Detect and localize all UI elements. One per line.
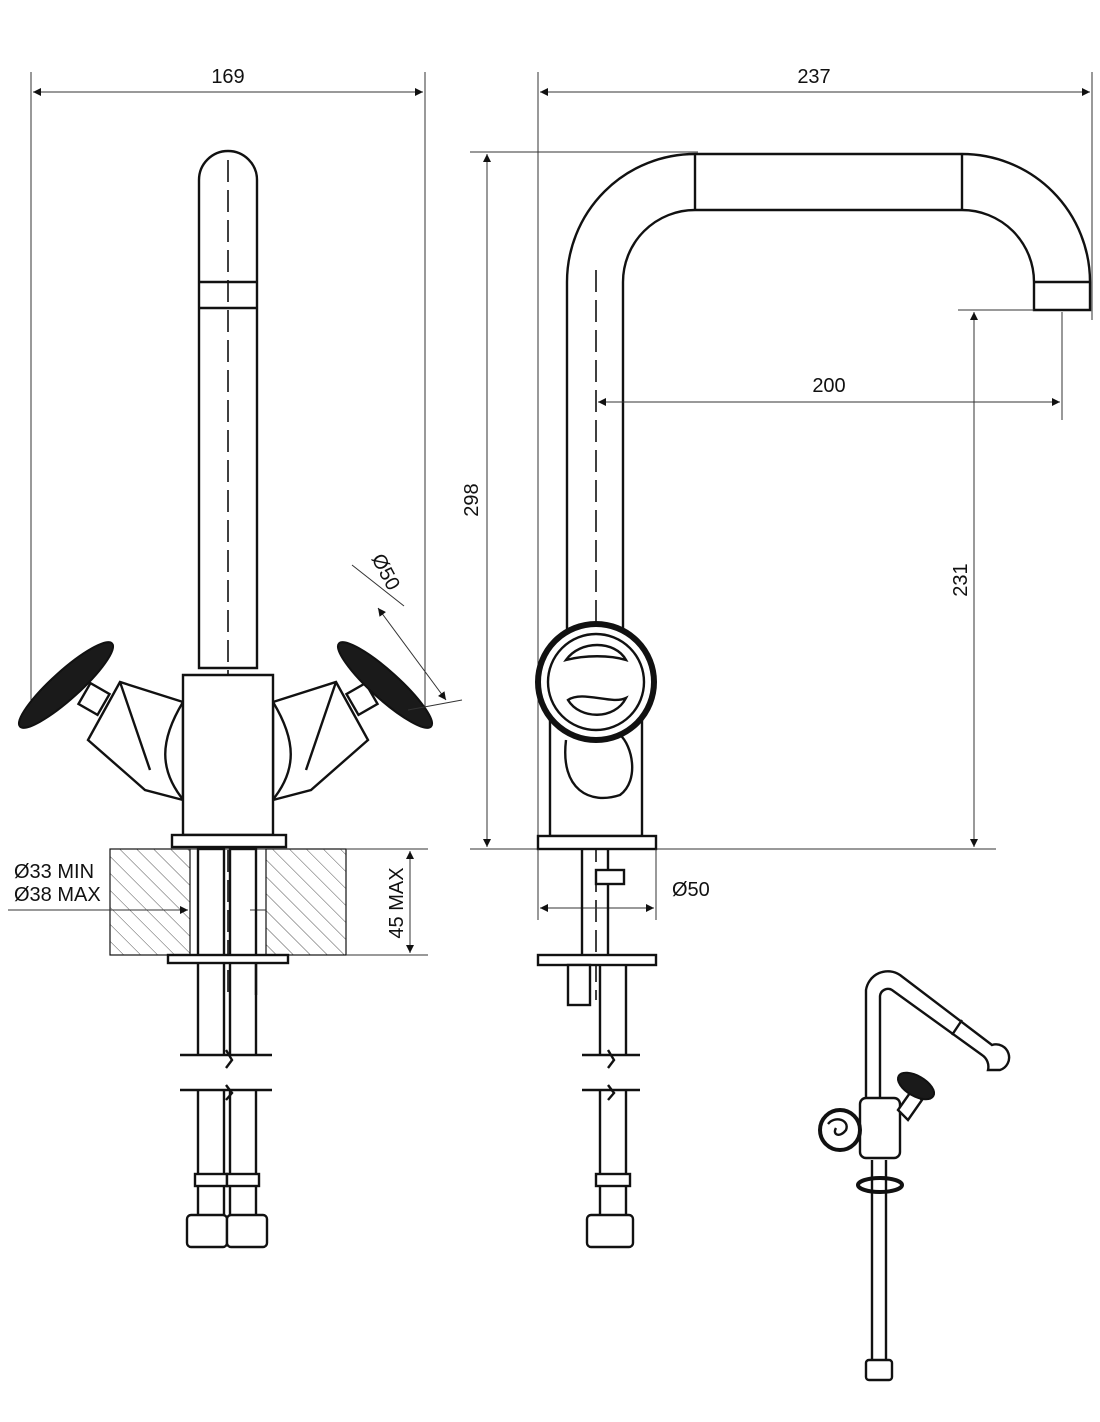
dim-base-diameter: Ø50	[537, 849, 710, 920]
isometric-preview	[818, 970, 1011, 1382]
front-body	[170, 673, 288, 849]
dim-total-height-label: 298	[461, 483, 483, 516]
dim-spout-height-label: 231	[950, 563, 972, 596]
dim-spout-reach: 200	[598, 312, 1063, 420]
front-supply-hoses	[166, 847, 290, 1249]
dim-side-width-label: 237	[797, 66, 830, 88]
side-supply-hose	[536, 849, 658, 1249]
side-spout	[565, 152, 1092, 1000]
left-knurled-knob-icon	[17, 641, 115, 729]
dim-spout-height: 231	[950, 309, 1034, 847]
dim-side-width: 237	[537, 66, 1093, 840]
front-deck: Ø33 MIN Ø38 MAX	[8, 848, 347, 956]
side-handle-wheel	[535, 621, 657, 743]
front-left-valve	[17, 641, 186, 803]
front-spout	[197, 149, 259, 1000]
iso-knob-icon	[896, 1071, 936, 1101]
dim-deck-thickness-label: 45 MAX	[386, 867, 408, 938]
dim-handle-diameter-label: Ø50	[367, 550, 404, 594]
dim-front-width-label: 169	[211, 66, 244, 88]
side-view: 237 298 200 231	[461, 66, 1093, 1249]
dim-spout-reach-label: 200	[812, 375, 845, 397]
dim-deck-thickness: 45 MAX	[346, 848, 428, 956]
dim-base-diameter-label: Ø50	[672, 879, 710, 901]
dim-hole-min-label: Ø33 MIN	[14, 861, 94, 883]
dim-hole-max-label: Ø38 MAX	[14, 884, 101, 906]
front-view: 169	[8, 66, 463, 1249]
dim-total-height: 298	[461, 151, 996, 850]
